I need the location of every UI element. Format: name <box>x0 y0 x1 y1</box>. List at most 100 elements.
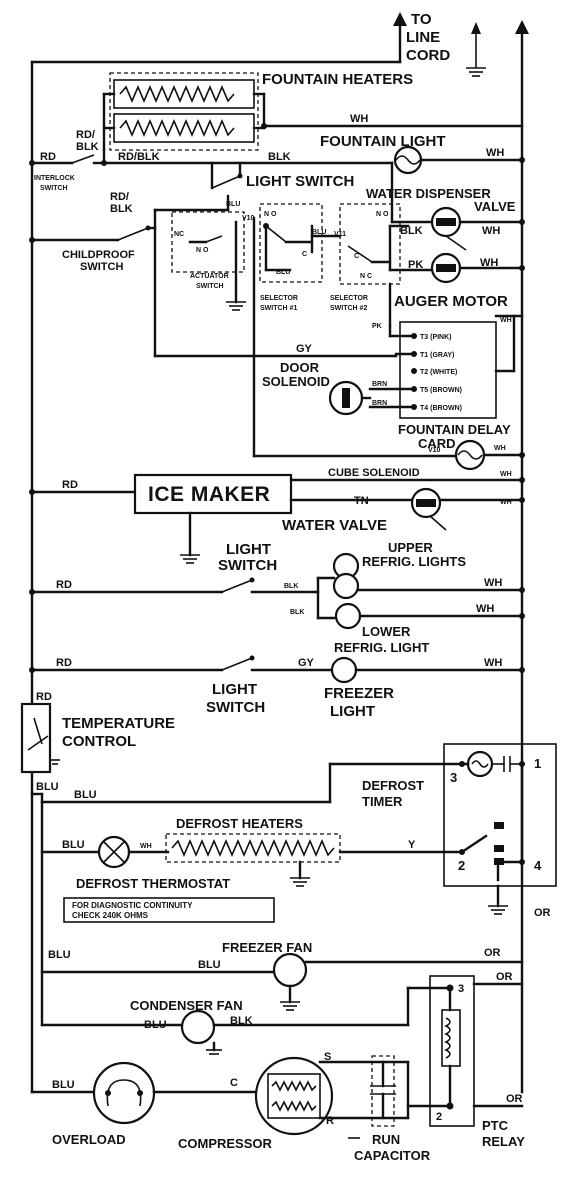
defrost-timer-label-1: DEFROST <box>362 778 424 793</box>
wire-rd-interlock: RD <box>40 151 56 163</box>
ptc-relay-label-1: PTC <box>482 1118 509 1133</box>
wire-rd-blk-stack-1: RD/ <box>76 129 95 141</box>
selector-switch-2-label-2: SWITCH #2 <box>330 305 367 312</box>
wire-gy-card: GY <box>296 343 313 355</box>
freezer-fan-label: FREEZER FAN <box>222 940 312 955</box>
switch-contact-labels: NC N O N O C N O C N C V10 V11 <box>174 211 389 280</box>
defrost-heaters-label: DEFROST HEATERS <box>176 816 303 831</box>
wire-v10-cube: V10 <box>428 447 441 454</box>
to-line-cord-label-1: TO <box>411 11 432 28</box>
v11-mark: V11 <box>334 231 346 238</box>
wire-rd-blk-child-2: BLK <box>110 203 133 215</box>
cube-solenoid-row <box>252 216 525 471</box>
wire-color-labels: RD/ BLK RD RD/BLK BLK WH WH RD/ BLK BLK … <box>36 113 551 1105</box>
terminal-t1-label: T1 (GRAY) <box>420 352 454 359</box>
selector2-c-mark: C <box>354 253 359 260</box>
freezer-light-row <box>29 655 525 684</box>
light-switch-lower-label-1: LIGHT <box>212 681 257 698</box>
timer-terminal-1: 1 <box>534 756 541 771</box>
to-line-cord-label-3: CORD <box>406 47 450 64</box>
wire-or-relay-bottom: OR <box>506 1093 523 1105</box>
selector-switch-2-label-1: SELECTOR <box>330 295 368 302</box>
wire-y-heaters: Y <box>408 839 416 851</box>
wire-wh-heaters: WH <box>350 113 368 125</box>
wire-blk-main: BLK <box>268 151 291 163</box>
wire-tn-water-valve: TN <box>354 495 369 507</box>
fountain-delay-card-label-1: FOUNTAIN DELAY <box>398 422 511 437</box>
compressor-row <box>30 975 524 1139</box>
defrost-thermostat-label: DEFROST THERMOSTAT <box>76 876 230 891</box>
fountain-light-label: FOUNTAIN LIGHT <box>320 133 446 150</box>
condenser-fan-label: CONDENSER FAN <box>130 998 243 1013</box>
delay-card-terminal-labels: T3 (PINK) T1 (GRAY) T2 (WHITE) T5 (BROWN… <box>420 334 462 412</box>
wire-wh-water-valve: WH <box>500 499 512 506</box>
wire-rd-upper-lights: RD <box>56 579 72 591</box>
timer-terminal-4: 4 <box>534 858 542 873</box>
wire-rd-temp-control: RD <box>36 691 52 703</box>
component-labels: TO LINE CORD FOUNTAIN HEATERS FOUNTAIN L… <box>34 11 525 1163</box>
to-line-cord-label-2: LINE <box>406 29 440 46</box>
wire-blk-dispenser: BLK <box>400 225 423 237</box>
selector-switch-1-label-1: SELECTOR <box>260 295 298 302</box>
childproof-switch-label-1: CHILDPROOF <box>62 249 135 261</box>
cube-solenoid-label: CUBE SOLENOID <box>328 467 420 479</box>
wire-blu-thermostat: BLU <box>62 839 85 851</box>
freezer-light-label-1: FREEZER <box>324 685 394 702</box>
wire-wh-lower-light: WH <box>476 603 494 615</box>
wire-wh-auger: WH <box>480 257 498 269</box>
ice-maker-label[interactable]: ICE MAKER <box>148 483 270 506</box>
light-switch-upper-label-1: LIGHT <box>226 541 271 558</box>
wire-wh-freezer-light: WH <box>484 657 502 669</box>
wire-or-timer: OR <box>534 907 551 919</box>
diagnostic-note-line-2: CHECK 240K OHMS <box>72 911 149 920</box>
water-dispenser-label-1: WATER DISPENSER <box>366 186 491 201</box>
freezer-light-label-2: LIGHT <box>330 703 375 720</box>
light-switch-top <box>210 161 243 212</box>
wire-wh-thermostat: WH <box>140 843 152 850</box>
compressor-terminal-c: C <box>230 1077 238 1089</box>
defrost-timer-label-2: TIMER <box>362 794 403 809</box>
run-capacitor-label-1: RUN <box>372 1132 400 1147</box>
door-solenoid-label-2: SOLENOID <box>262 374 330 389</box>
wire-pk-card: PK <box>372 323 382 330</box>
wire-blu-freezer-fan: BLU <box>198 959 221 971</box>
wire-blk-condenser-fan: BLK <box>230 1015 253 1027</box>
wire-blu-temp-control: BLU <box>36 781 59 793</box>
fountain-delay-card-label-2: CARD <box>418 436 456 451</box>
light-switch-upper-label-2: SWITCH <box>218 557 277 574</box>
upper-refrig-lights-label-2: REFRIG. LIGHTS <box>362 554 466 569</box>
relay-terminal-2: 2 <box>436 1111 442 1123</box>
wire-pk-auger: PK <box>408 259 423 271</box>
upper-refrig-lights-label-1: UPPER <box>388 540 433 555</box>
supply-wires <box>30 12 529 1094</box>
compressor-label: COMPRESSOR <box>178 1136 273 1151</box>
interlock-switch-label-1: INTERLOCK <box>34 175 75 182</box>
interlock-row <box>29 145 525 175</box>
wire-blu-selector: BLU <box>312 229 326 236</box>
condenser-fan-row <box>40 986 452 1055</box>
temperature-control-label-1: TEMPERATURE <box>62 715 175 732</box>
wire-brn-2: BRN <box>372 400 387 407</box>
wire-blk-upper-lights: BLK <box>284 583 298 590</box>
wire-rd-blk-child-1: RD/ <box>110 191 129 203</box>
wire-rd-blk-stack-2: BLK <box>76 141 99 153</box>
terminal-t3-label: T3 (PINK) <box>420 334 452 341</box>
wire-blu-overload: BLU <box>52 1079 75 1091</box>
v10-mark: V10 <box>242 215 255 222</box>
selector2-nc-mark: N C <box>360 273 372 280</box>
childproof-switch-label-2: SWITCH <box>80 261 123 273</box>
wire-wh-dispenser: WH <box>482 225 500 237</box>
selector1-c-mark: C <box>302 251 307 258</box>
wire-blu-return: BLU <box>74 789 97 801</box>
wire-wh-upper-lights: WH <box>484 577 502 589</box>
relay-terminal-3: 3 <box>458 983 464 995</box>
compressor-terminal-r: R <box>326 1115 334 1127</box>
selector-switch-1-label-2: SWITCH #1 <box>260 305 297 312</box>
selector1-no-mark: N O <box>264 211 277 218</box>
diagnostic-note-line-1: FOR DIAGNOSTIC CONTINUITY <box>72 901 193 910</box>
wire-rd-blk-main: RD/BLK <box>118 151 160 163</box>
defrost-timer <box>443 743 557 915</box>
auger-motor-label: AUGER MOTOR <box>394 293 508 310</box>
actuator-switch-label-1: ACTUATOR <box>190 273 229 280</box>
